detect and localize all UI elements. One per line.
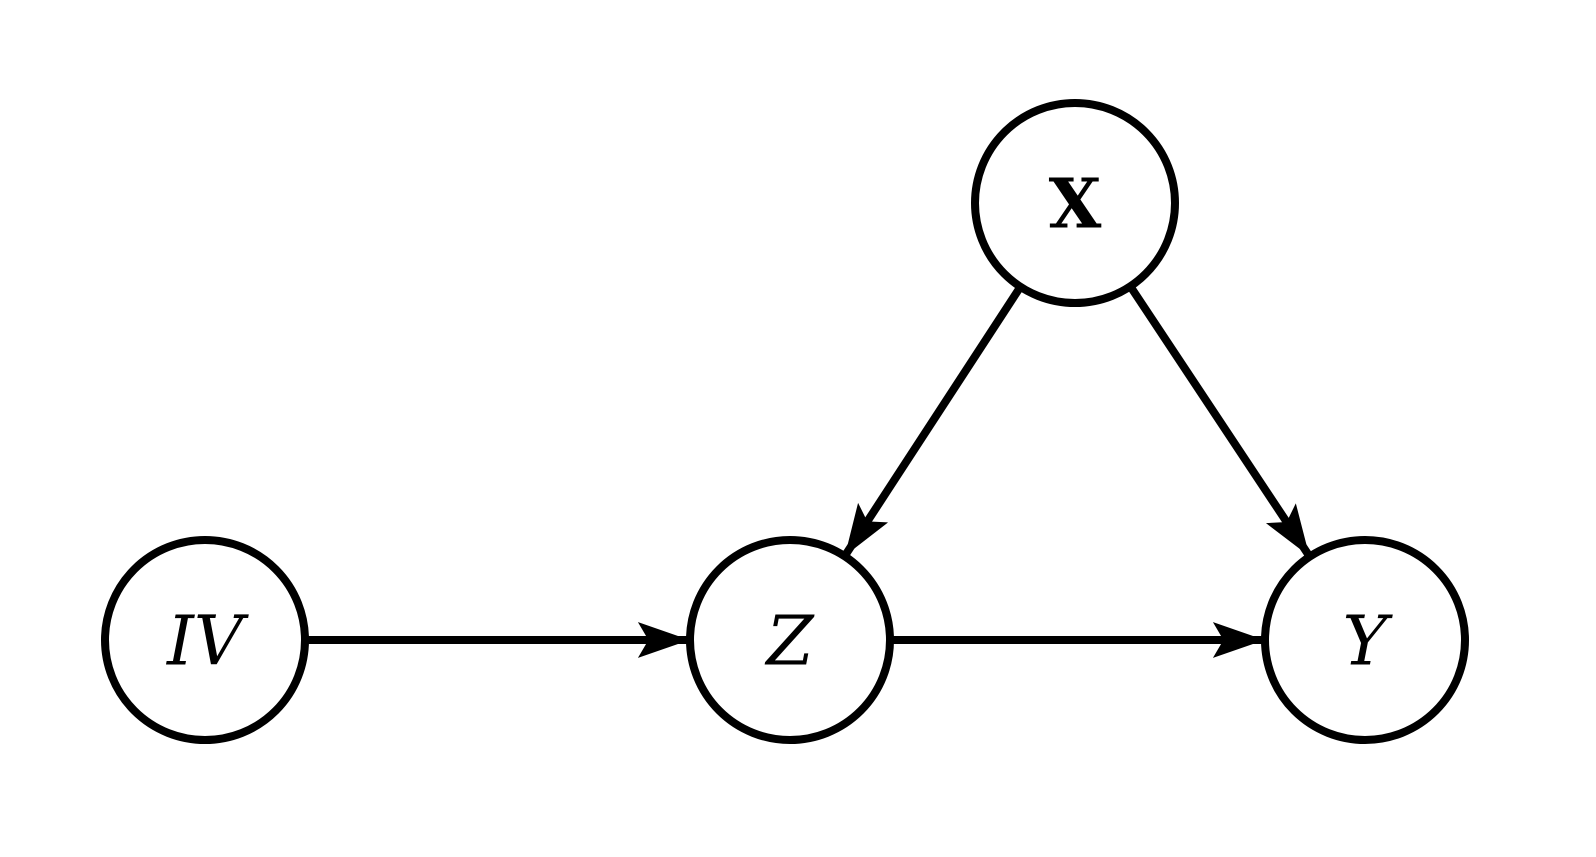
node-label-Z: Z — [764, 602, 815, 681]
node-circle-IV — [101, 536, 309, 744]
node-label-Y: Y — [1343, 602, 1394, 681]
node-Y: Y — [1261, 536, 1469, 744]
node-label-X: X — [1049, 164, 1102, 244]
node-IV: IV — [101, 536, 309, 744]
node-circle-X — [971, 99, 1179, 307]
edges-layer — [305, 284, 1312, 640]
node-Z: Z — [686, 536, 894, 744]
node-X: X — [971, 99, 1179, 307]
nodes-layer: X IV Z Y — [101, 99, 1469, 744]
node-circle-Y — [1261, 536, 1469, 744]
node-label-IV: IV — [165, 602, 249, 681]
node-circle-Z — [686, 536, 894, 744]
edge-arrow-X-to-Z — [842, 284, 1024, 557]
edge-arrow-X-to-Y — [1126, 284, 1312, 558]
